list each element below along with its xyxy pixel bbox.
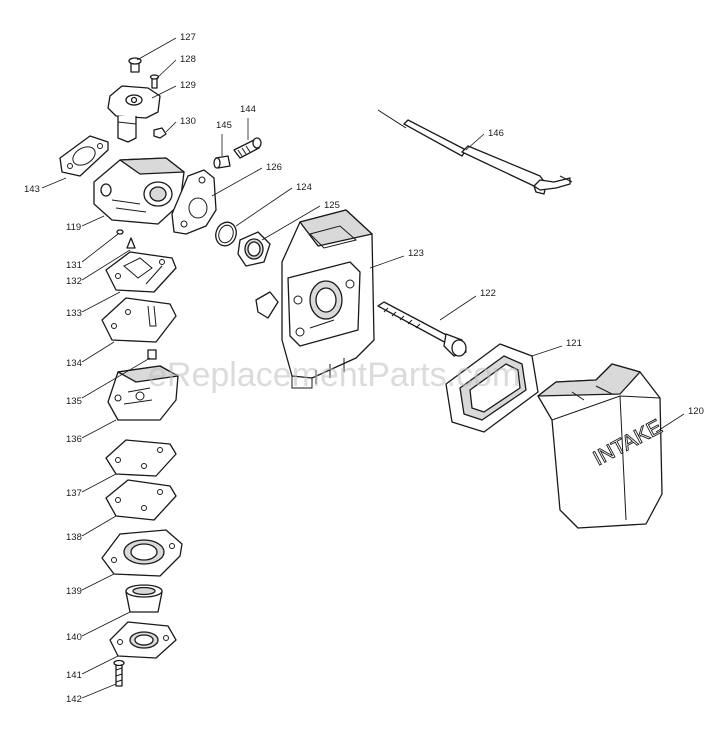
part-121-filter[interactable]: [445, 343, 539, 433]
part-number-labels: 127 128 129 130 145 144 146 126 124 125 …: [24, 32, 704, 705]
label-124: 124: [296, 182, 312, 193]
part-128-pin[interactable]: [149, 74, 160, 89]
part-146-cable[interactable]: [377, 109, 573, 195]
part-142-screw[interactable]: [113, 659, 125, 687]
part-122-bolt[interactable]: [377, 301, 467, 357]
part-132-needle[interactable]: [126, 237, 136, 249]
label-127: 127: [180, 32, 196, 43]
label-131: 131: [66, 260, 82, 271]
part-127-screw[interactable]: [128, 57, 142, 73]
label-146: 146: [488, 128, 504, 139]
part-134-plate[interactable]: [101, 297, 177, 343]
part-119-carburetor-body[interactable]: [93, 157, 185, 225]
part-143-gasket[interactable]: [59, 135, 109, 177]
label-120: 120: [688, 406, 704, 417]
label-138: 138: [66, 532, 82, 543]
label-130: 130: [180, 116, 196, 127]
label-140: 140: [66, 632, 82, 643]
label-121: 121: [566, 338, 582, 349]
label-122: 122: [480, 288, 496, 299]
label-143: 143: [24, 184, 40, 195]
label-134: 134: [66, 358, 82, 369]
part-139-cover[interactable]: [101, 529, 183, 577]
leader-lines: [41, 37, 685, 699]
part-145-bushing[interactable]: [213, 155, 231, 169]
label-133: 133: [66, 308, 82, 319]
part-144-adjuster[interactable]: [233, 137, 262, 159]
part-130-nut[interactable]: [153, 127, 167, 139]
label-145: 145: [216, 120, 232, 131]
part-126-plate[interactable]: [171, 169, 217, 235]
part-140-primer-bulb[interactable]: [125, 584, 163, 613]
part-131-ring[interactable]: [116, 229, 124, 235]
part-123-air-cleaner-base[interactable]: [255, 209, 375, 389]
label-136: 136: [66, 434, 82, 445]
label-135: 135: [66, 396, 82, 407]
part-138-gasket[interactable]: [105, 479, 177, 521]
part-137-diaphragm[interactable]: [105, 439, 177, 477]
part-141-retainer[interactable]: [109, 621, 177, 659]
label-123: 123: [408, 248, 424, 259]
part-135-plug[interactable]: [147, 349, 157, 360]
part-120-air-cover[interactable]: [537, 363, 663, 529]
label-137: 137: [66, 488, 82, 499]
label-139: 139: [66, 586, 82, 597]
part-133-gasket[interactable]: [105, 251, 177, 293]
label-125: 125: [324, 200, 340, 211]
label-119: 119: [66, 222, 81, 233]
part-129-throttle-housing[interactable]: [107, 85, 161, 143]
label-142: 142: [66, 694, 82, 705]
label-132: 132: [66, 276, 82, 287]
label-129: 129: [180, 80, 196, 91]
part-125-gasket[interactable]: [237, 231, 271, 267]
part-124-o-ring[interactable]: [212, 219, 239, 248]
label-144: 144: [240, 104, 256, 115]
label-141: 141: [66, 670, 82, 681]
watermark-text: eReplacementParts.com: [148, 356, 520, 394]
label-126: 126: [266, 162, 282, 173]
label-128: 128: [180, 54, 196, 65]
part-136-pump-body[interactable]: [107, 365, 179, 421]
